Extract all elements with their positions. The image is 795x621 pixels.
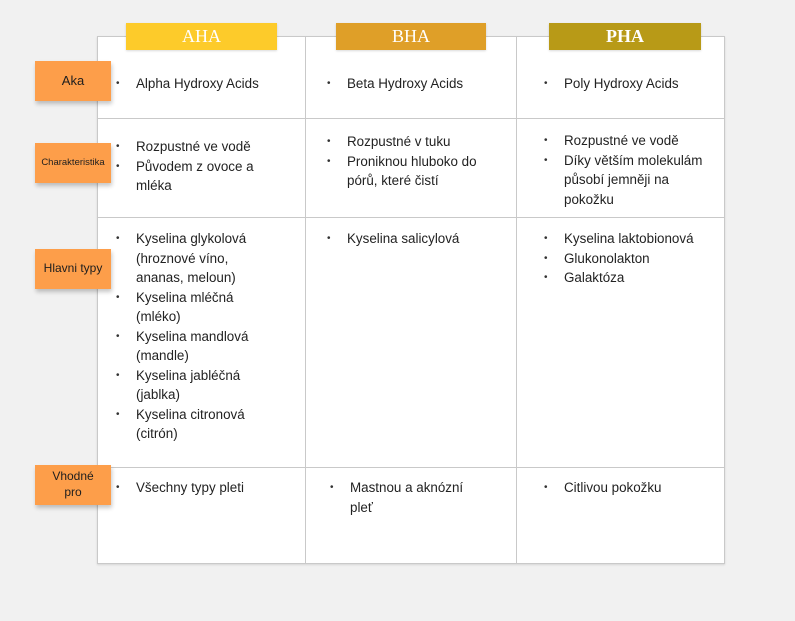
sticky-note-vhodne-pro[interactable]: Vhodné pro <box>35 465 111 505</box>
column-header-pha[interactable]: PHA <box>549 23 701 50</box>
bullet-item: Poly Hydroxy Acids <box>544 74 719 94</box>
bullet-item: Proniknou hluboko do pórů, které čistí <box>327 152 487 191</box>
bullet-list: Alpha Hydroxy Acids <box>116 74 296 94</box>
bullet-list: Všechny typy pleti <box>116 478 296 498</box>
column-header-aha[interactable]: AHA <box>126 23 277 50</box>
bullet-list: Citlivou pokožku <box>544 478 719 498</box>
bullet-item: Beta Hydroxy Acids <box>327 74 505 94</box>
bullet-list: Beta Hydroxy Acids <box>327 74 505 94</box>
bullet-item: Mastnou a aknózní pleť <box>330 478 480 517</box>
cell-typy-aha[interactable]: Kyselina glykolová (hroznové víno, anana… <box>116 229 276 444</box>
column-header-bha[interactable]: BHA <box>336 23 486 50</box>
bullet-item: Všechny typy pleti <box>116 478 296 498</box>
bullet-item: Původem z ovoce a mléka <box>116 157 286 196</box>
row-divider <box>97 217 725 218</box>
cell-pro-pha[interactable]: Citlivou pokožku <box>544 478 719 498</box>
sticky-note-charakteristika[interactable]: Charakteristika <box>35 143 111 183</box>
cell-aka-pha[interactable]: Poly Hydroxy Acids <box>544 74 719 94</box>
bullet-item: Kyselina mandlová (mandle) <box>116 327 276 366</box>
cell-aka-aha[interactable]: Alpha Hydroxy Acids <box>116 74 296 94</box>
cell-aka-bha[interactable]: Beta Hydroxy Acids <box>327 74 505 94</box>
bullet-item: Kyselina salicylová <box>327 229 497 249</box>
bullet-item: Kyselina laktobionová <box>544 229 719 249</box>
bullet-list: Rozpustné ve voděPůvodem z ovoce a mléka <box>116 137 286 196</box>
bullet-list: Rozpustné v tukuProniknou hluboko do pór… <box>327 132 487 191</box>
sticky-note-hlavni-typy[interactable]: Hlavni typy <box>35 249 111 289</box>
bullet-item: Rozpustné ve vodě <box>544 131 704 151</box>
bullet-item: Rozpustné v tuku <box>327 132 487 152</box>
bullet-item: Alpha Hydroxy Acids <box>116 74 296 94</box>
bullet-list: Mastnou a aknózní pleť <box>330 478 480 517</box>
bullet-list: Kyselina laktobionováGlukonolaktonGalakt… <box>544 229 719 288</box>
bullet-item: Kyselina jabléčná (jablka) <box>116 366 276 405</box>
cell-pro-aha[interactable]: Všechny typy pleti <box>116 478 296 498</box>
bullet-item: Díky větším molekulám působí jemněji na … <box>544 151 704 210</box>
bullet-item: Kyselina mléčná (mléko) <box>116 288 276 327</box>
cell-charakteristika-pha[interactable]: Rozpustné ve voděDíky větším molekulám p… <box>544 131 704 209</box>
cell-pro-bha[interactable]: Mastnou a aknózní pleť <box>330 478 480 517</box>
bullet-item: Galaktóza <box>544 268 719 288</box>
cell-typy-bha[interactable]: Kyselina salicylová <box>327 229 497 249</box>
bullet-item: Kyselina citronová (citrón) <box>116 405 276 444</box>
bullet-item: Kyselina glykolová (hroznové víno, anana… <box>116 229 276 288</box>
bullet-list: Poly Hydroxy Acids <box>544 74 719 94</box>
row-divider <box>97 467 725 468</box>
cell-typy-pha[interactable]: Kyselina laktobionováGlukonolaktonGalakt… <box>544 229 719 288</box>
column-divider <box>516 36 517 564</box>
sticky-note-aka[interactable]: Aka <box>35 61 111 101</box>
column-divider <box>305 36 306 564</box>
bullet-item: Rozpustné ve vodě <box>116 137 286 157</box>
bullet-list: Rozpustné ve voděDíky větším molekulám p… <box>544 131 704 209</box>
cell-charakteristika-bha[interactable]: Rozpustné v tukuProniknou hluboko do pór… <box>327 132 487 191</box>
cell-charakteristika-aha[interactable]: Rozpustné ve voděPůvodem z ovoce a mléka <box>116 137 286 196</box>
row-divider <box>97 118 725 119</box>
bullet-item: Citlivou pokožku <box>544 478 719 498</box>
sticky-note-label: Vhodné pro <box>52 469 94 499</box>
bullet-item: Glukonolakton <box>544 249 719 269</box>
bullet-list: Kyselina glykolová (hroznové víno, anana… <box>116 229 276 444</box>
bullet-list: Kyselina salicylová <box>327 229 497 249</box>
